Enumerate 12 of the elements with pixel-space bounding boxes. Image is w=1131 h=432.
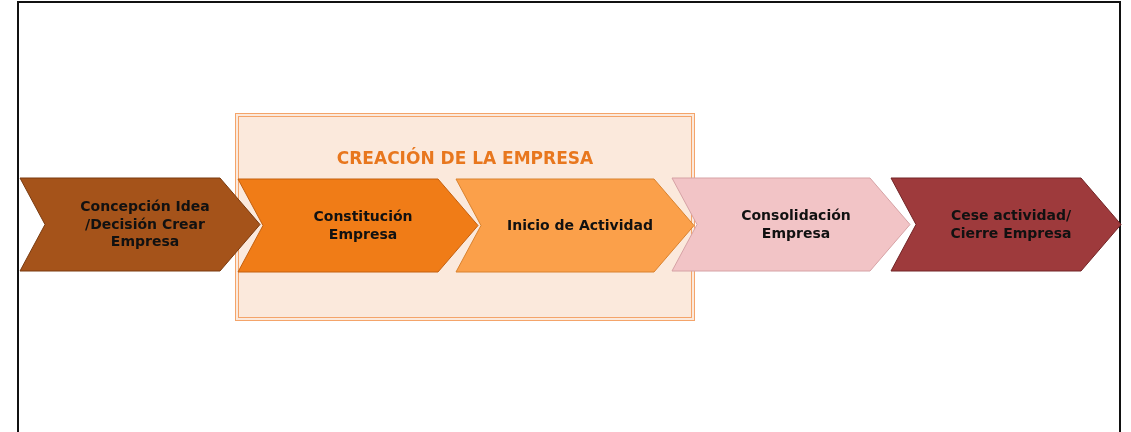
chevron-step bbox=[238, 179, 478, 272]
chevron-step bbox=[891, 178, 1121, 271]
group-title: CREACIÓN DE LA EMPRESA bbox=[335, 148, 595, 168]
chevron-step bbox=[456, 179, 694, 272]
step-label: Consolidación Empresa bbox=[740, 207, 852, 242]
chevron-step bbox=[672, 178, 910, 271]
step-label: Inicio de Actividad bbox=[506, 216, 653, 235]
chevron-step bbox=[20, 178, 260, 271]
step-label: Concepción Idea /Decisión Crear Empresa bbox=[79, 198, 211, 251]
group-box bbox=[235, 113, 695, 321]
step-label: Cese actividad/ Cierre Empresa bbox=[949, 207, 1073, 242]
step-label: Constitución Empresa bbox=[312, 208, 414, 243]
